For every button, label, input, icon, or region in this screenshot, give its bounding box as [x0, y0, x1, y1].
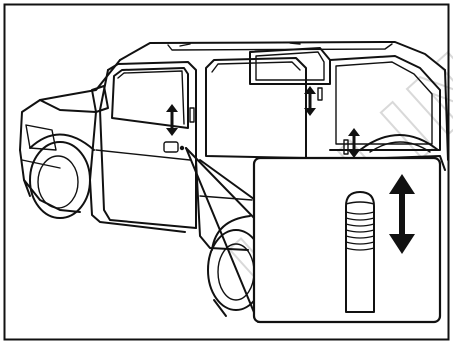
callout-lines [185, 147, 259, 323]
up-down-arrow-icon [166, 104, 178, 136]
lock-knob-closeup [252, 156, 442, 324]
driver-door-lock [166, 104, 195, 136]
up-down-arrow-icon [304, 86, 316, 116]
rear-side-lock [304, 86, 323, 116]
vehicle-body [19, 41, 449, 317]
up-down-arrow-icon [389, 174, 415, 254]
up-down-arrow-icon [348, 128, 360, 158]
rear-quarter-lock [343, 128, 360, 158]
figure-border [3, 3, 450, 341]
lock-knob-icon [345, 191, 375, 313]
